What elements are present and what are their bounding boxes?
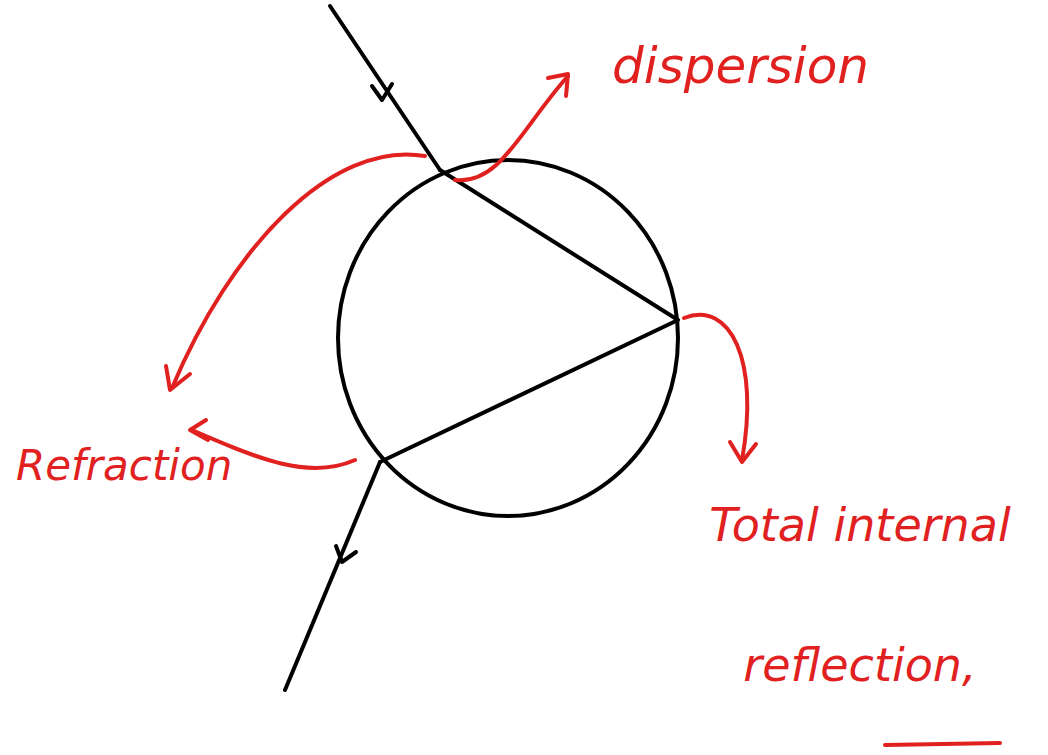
ray-arrowhead — [336, 546, 356, 562]
leader-arrowhead — [548, 74, 568, 96]
leader-arrowhead — [730, 442, 756, 462]
leader-line — [684, 315, 747, 460]
leader-line — [172, 154, 425, 388]
emergent-ray — [285, 462, 380, 690]
internal-ray — [380, 170, 678, 462]
annotation-label: Refraction — [16, 440, 276, 492]
leader-arrowhead — [166, 366, 190, 390]
underline — [885, 743, 1000, 745]
annotation-label: Total internal reflection, — [680, 455, 1040, 735]
raindrop-circle — [338, 160, 678, 516]
leader-line — [455, 76, 568, 180]
leader-arrowhead — [190, 420, 208, 440]
ray-arrowhead — [372, 84, 392, 100]
incident-ray — [330, 6, 440, 170]
annotation-label: dispersion — [612, 36, 912, 96]
